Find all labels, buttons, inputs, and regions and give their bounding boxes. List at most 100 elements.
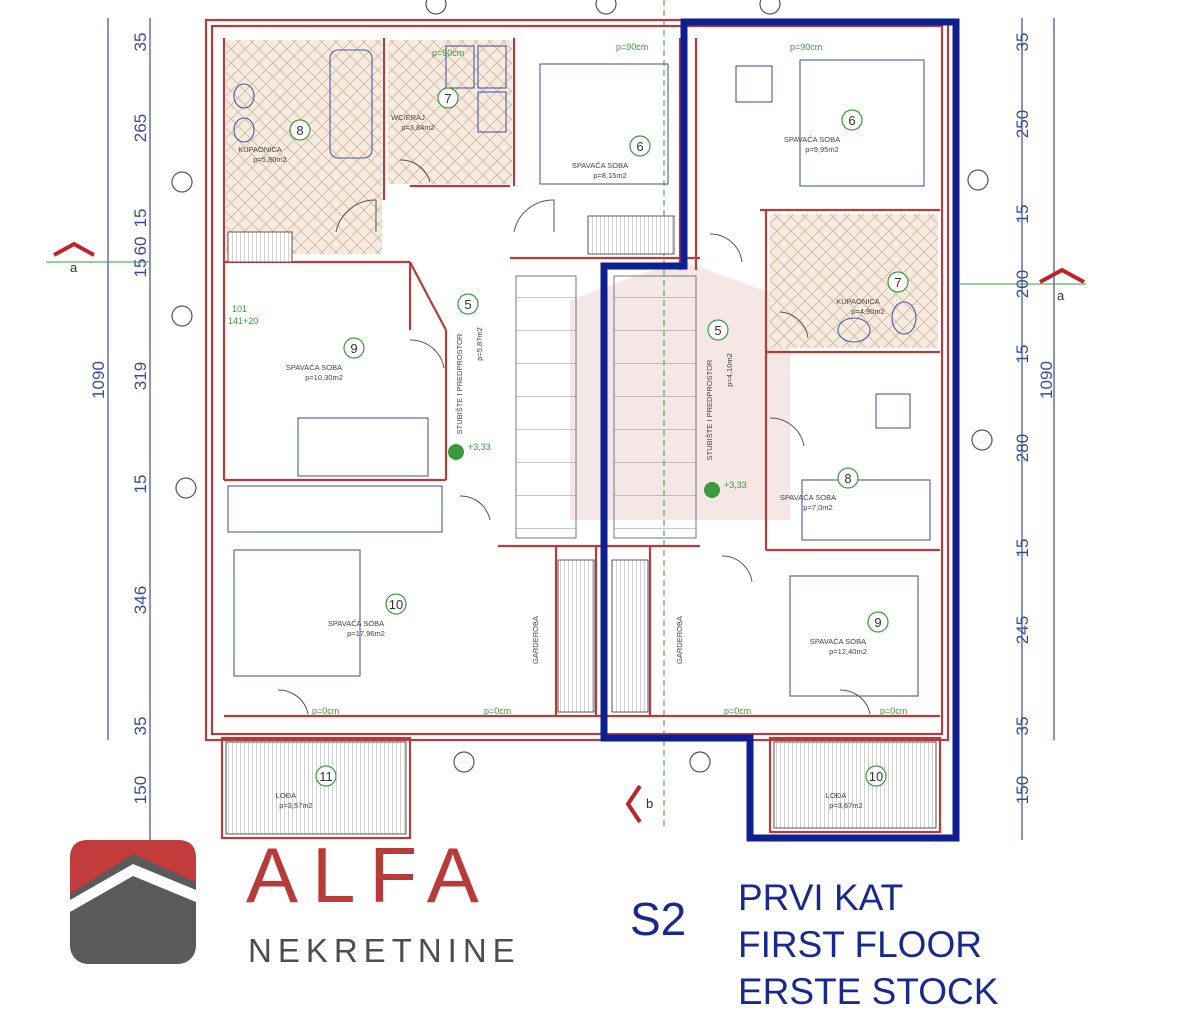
parapet-bottom-3: p=0cm — [724, 706, 751, 716]
unit-label: S2 — [630, 893, 687, 945]
dim-left-6: 319 — [131, 362, 150, 390]
section-a-right-label: a — [1057, 288, 1065, 303]
room-area: p=8,15m2 — [593, 171, 627, 180]
room-name: SPAVAĆA SOBA — [780, 493, 836, 502]
bathroom-7-right-tiles — [770, 214, 938, 348]
room-number: 6 — [848, 113, 855, 128]
room-area: p=7,0m2 — [803, 503, 832, 512]
room-number-circle — [707, 319, 729, 341]
dim-left-total: 1090 — [89, 361, 108, 399]
room-name: SPAVAĆA SOBA — [328, 619, 384, 628]
room-number: 9 — [350, 341, 357, 356]
stairs-left — [515, 275, 577, 539]
room-number: 6 — [636, 139, 643, 154]
dim-left-7: 15 — [131, 475, 150, 494]
room-number-circle — [865, 765, 887, 787]
room-name: LOĐA — [276, 791, 296, 800]
level-marker-left: +3,33 — [448, 442, 491, 460]
dimension-chain-left: 35 265 15 60 15 319 15 346 35 150 1090 — [89, 18, 151, 840]
floor-caption-line-3: ERSTE STOCK — [738, 971, 999, 1012]
room-name: SPAVAĆA SOBA — [784, 135, 840, 144]
room-name: KUPAONICA — [836, 297, 880, 306]
parapet-bottom-4: p=0cm — [880, 706, 907, 716]
room-number: 5 — [714, 323, 721, 338]
dim-left-2: 265 — [131, 114, 150, 142]
floor-caption-line-1: PRVI KAT — [738, 877, 904, 918]
loggia-11-floor — [225, 741, 407, 835]
furniture — [233, 45, 931, 697]
room-area: p=12,40m2 — [829, 647, 867, 656]
dim-right-5: 15 — [1013, 345, 1032, 364]
room-area: p=10,30m2 — [305, 373, 343, 382]
room-name: SPAVAĆA SOBA — [810, 637, 866, 646]
dim-left-5: 15 — [131, 259, 150, 278]
room-number-circle — [385, 593, 407, 615]
parapet-top-right: p=90cm — [790, 42, 822, 52]
room-name: LOĐA — [826, 791, 846, 800]
room-number: 9 — [874, 615, 881, 630]
section-marker-a-right: a — [960, 267, 1086, 303]
floor-caption: PRVI KAT FIRST FLOOR ERSTE STOCK — [738, 874, 998, 1015]
room-number: 8 — [844, 471, 851, 486]
parapet-bottom-1: p=0cm — [312, 706, 339, 716]
room-number: 10 — [389, 597, 403, 612]
room-name: KUPAONICA — [238, 145, 282, 154]
dim-right-3: 15 — [1013, 205, 1032, 224]
wardrobe-garderoba-left — [557, 559, 595, 713]
room-number-circle — [887, 271, 909, 293]
section-b-label: b — [646, 796, 653, 811]
section-a-left-label: a — [70, 260, 78, 275]
dim-right-10: 150 — [1013, 776, 1032, 804]
dim-right-9: 35 — [1013, 717, 1032, 736]
doors — [277, 159, 871, 715]
room-number: 7 — [894, 275, 901, 290]
stairs-right — [613, 275, 697, 539]
room-area: p=17,96m2 — [347, 629, 385, 638]
room-name: WC/ERAJ — [391, 113, 425, 122]
wardrobe-top-mid — [587, 215, 675, 255]
room-area: p=9,95m2 — [805, 145, 839, 154]
room-area: p=3,57m2 — [279, 801, 313, 810]
garderoba-right-label: GARDEROBA — [675, 616, 684, 664]
walls — [204, 18, 950, 840]
room-area: p=5,80m2 — [253, 155, 287, 164]
room-number-circle — [629, 135, 651, 157]
dim-left-8: 346 — [131, 586, 150, 614]
room-number-circle — [867, 611, 889, 633]
level-marker-right: +3,33 — [704, 480, 747, 498]
room-area: p=4,10m2 — [725, 353, 734, 387]
dim-left-3: 15 — [131, 209, 150, 228]
bathroom-8-tiles — [226, 40, 382, 254]
wardrobe-top-left — [227, 231, 293, 263]
dim-right-8: 245 — [1013, 616, 1032, 644]
dim-left-4: 60 — [131, 237, 150, 256]
room-number-circle — [315, 765, 337, 787]
dimension-chain-right: 35 250 15 200 15 280 15 245 35 150 1090 — [1013, 18, 1056, 840]
room-name: SPAVAĆA SOBA — [286, 363, 342, 372]
room-name: STUBIŠTE I PREDPROSTOR — [705, 359, 714, 460]
room-number-circle — [837, 467, 859, 489]
section-marker-a-left: a — [46, 241, 150, 275]
dim-right-7: 15 — [1013, 539, 1032, 558]
dim-right-2: 250 — [1013, 110, 1032, 138]
dim-right-total: 1090 — [1037, 361, 1056, 399]
parapet-top-left: p=90cm — [432, 48, 464, 58]
room-number: 8 — [296, 123, 303, 138]
svg-text:+3,33: +3,33 — [724, 480, 747, 490]
wardrobe-garderoba-right — [611, 559, 649, 713]
loggia-10-floor — [773, 741, 937, 829]
parapet-bottom-2: p=0cm — [484, 706, 511, 716]
room-number: 5 — [464, 297, 471, 312]
room-number-circle — [457, 293, 479, 315]
room-number-circle — [841, 109, 863, 131]
